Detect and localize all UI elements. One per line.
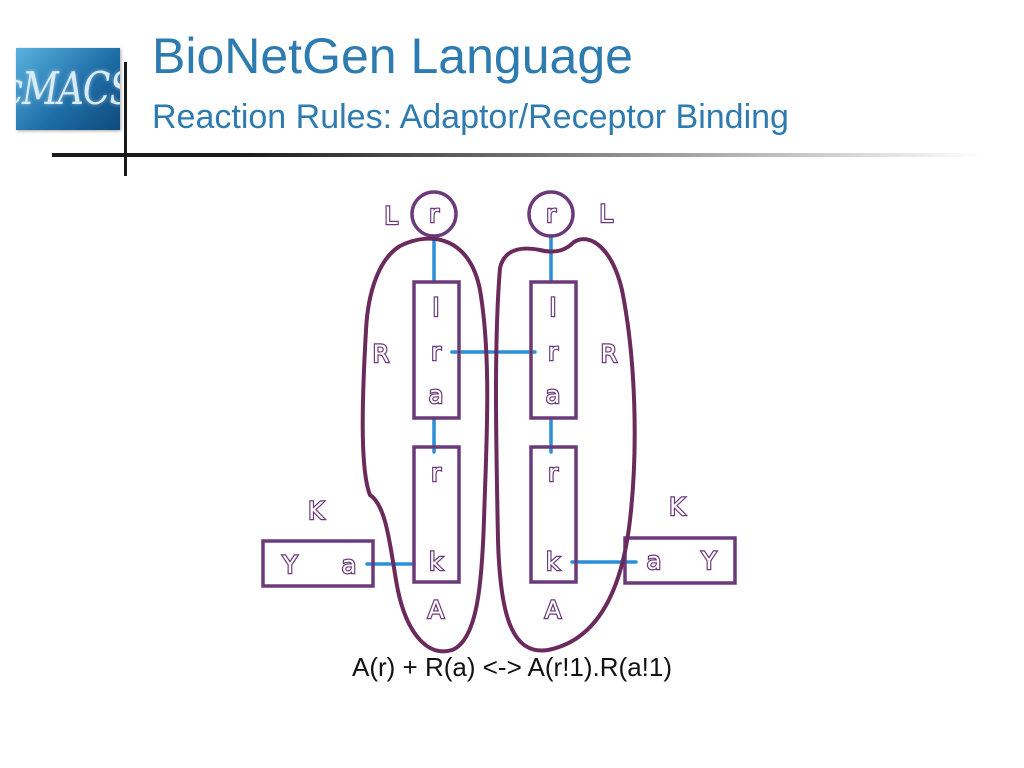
kinase-right-label: K (669, 493, 686, 521)
reactant-loop-left (360, 236, 490, 654)
ligand-left-site: r (429, 200, 439, 228)
ligand-left-circle (410, 190, 458, 238)
kinase-left-site-a: a (342, 551, 357, 579)
receptor-right-site-a: a (546, 381, 561, 409)
ligand-right-circle (527, 190, 575, 238)
header-vertical-rule (124, 62, 127, 176)
reaction-rule-equation: A(r) + R(a) <-> A(r!1).R(a!1) (352, 652, 672, 682)
adaptor-right-box (529, 445, 578, 584)
adaptor-left-site-r: r (431, 459, 441, 487)
bond-lines (365, 234, 638, 566)
slide-title: BioNetGen Language (152, 28, 633, 84)
kinase-left-box (261, 539, 375, 588)
receptor-right-site-l: l (550, 294, 557, 322)
molecule-labels: L L R R K K A A (307, 199, 687, 625)
ligand-left-label: L (384, 202, 398, 230)
receptor-right-site-r: r (548, 338, 558, 366)
receptor-right-box (529, 280, 578, 420)
receptor-left-site-l: l (433, 294, 440, 322)
kinase-right-name: Y (701, 547, 717, 575)
receptor-left-label: R (373, 340, 390, 368)
logo-text: cMACS (16, 63, 120, 115)
ligand-right-site: r (546, 200, 556, 228)
site-labels: r r l r a l r a r k r k Y a a Y (280, 199, 717, 580)
header-horizontal-rule (52, 153, 982, 157)
reactant-loop-right (494, 237, 637, 653)
adaptor-right-site-k: k (546, 548, 560, 576)
receptor-left-box (412, 280, 461, 420)
kinase-left-name: Y (282, 551, 298, 579)
kinase-right-site-a: a (647, 547, 662, 575)
adaptor-left-box (412, 445, 461, 584)
molecule-shapes (261, 190, 737, 588)
reactant-loops (360, 236, 637, 654)
adaptor-right-site-r: r (548, 459, 558, 487)
receptor-left-site-a: a (429, 381, 444, 409)
ligand-right-label: L (599, 200, 613, 228)
cmacs-logo: cMACS (16, 48, 120, 130)
adaptor-left-label: A (428, 596, 445, 624)
kinase-left-label: K (308, 497, 325, 525)
adaptor-right-label: A (545, 596, 562, 624)
slide-subtitle: Reaction Rules: Adaptor/Receptor Binding (152, 98, 789, 136)
adaptor-left-site-k: k (429, 548, 443, 576)
receptor-left-site-r: r (431, 338, 441, 366)
kinase-right-box (623, 536, 737, 585)
receptor-right-label: R (601, 340, 618, 368)
